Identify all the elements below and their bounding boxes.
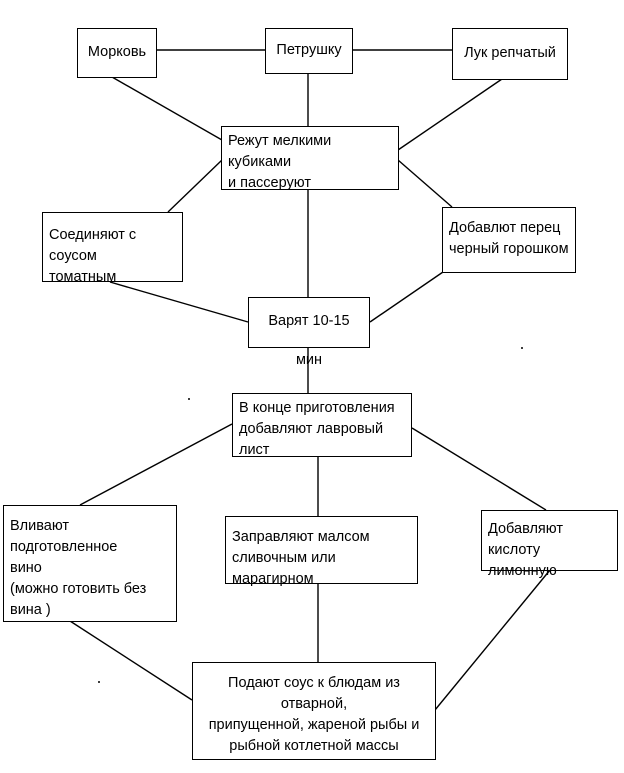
edge-pepper-boil	[369, 271, 444, 323]
edge-cut-tomato	[167, 159, 223, 213]
node-cut-and-saute: Режут мелкими кубиками и пассеруют	[221, 126, 399, 191]
stray-mark	[98, 681, 100, 683]
node-add-pepper: Добавлют перец черный горошком	[442, 207, 576, 273]
node-boil: Варят 10-15 мин	[248, 297, 370, 368]
node-add-tomato-sauce: Соединяют с соусом томатным	[42, 212, 183, 285]
edge-lemon-serve	[434, 569, 551, 711]
node-carrot: Морковь	[77, 28, 157, 78]
edge-carrot-cut	[111, 76, 223, 141]
stray-mark	[521, 347, 523, 349]
node-add-butter: Заправляют малсом сливочным или марагирн…	[225, 516, 418, 587]
node-serve: Подают соус к блюдам из отварной, припущ…	[192, 662, 436, 760]
node-bay-leaf: В конце приготовления добавляют лавровый…	[232, 393, 412, 458]
edge-bay-wine	[79, 423, 233, 506]
edge-bay-lemon	[411, 427, 547, 511]
node-add-lemon: Добавляют кислоту лимонную	[481, 510, 618, 579]
node-add-wine: Вливают подготовленное вино (можно готов…	[3, 505, 177, 622]
edge-wine-serve	[69, 620, 193, 701]
edge-cut-pepper	[397, 159, 453, 208]
node-onion: Лук репчатый	[452, 28, 568, 80]
edge-onion-cut	[397, 78, 503, 151]
stray-mark	[188, 398, 190, 400]
node-parsley: Петрушку	[265, 28, 353, 74]
edge-tomato-boil	[109, 281, 249, 323]
